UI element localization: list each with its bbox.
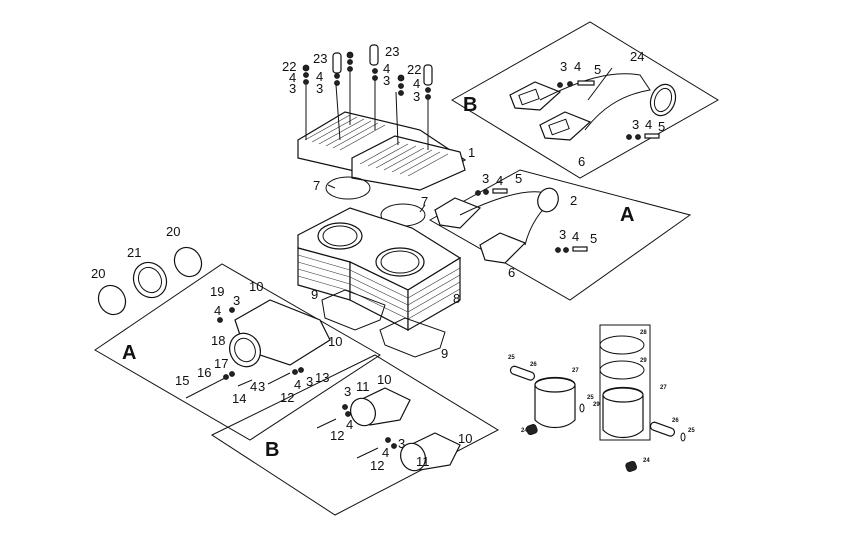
callout-23: 23	[313, 51, 328, 66]
callout-29: 29	[640, 358, 647, 364]
cylinder-head	[297, 44, 467, 191]
callout-22: 22	[282, 59, 297, 74]
panel-a-right	[428, 169, 692, 301]
group-label-b-top: B	[463, 94, 478, 116]
head-gasket-left	[325, 176, 371, 200]
callout-1: 1	[468, 145, 476, 160]
callout-3: 3	[559, 227, 567, 242]
callout-25: 25	[688, 428, 695, 434]
callout-17: 17	[214, 356, 229, 371]
callout-4: 4	[413, 76, 421, 91]
callout-13: 13	[315, 370, 330, 385]
callout-4: 4	[496, 173, 504, 188]
callout-4: 4	[316, 69, 324, 84]
callout-9: 9	[441, 346, 449, 361]
intake-manifold-b	[509, 67, 677, 141]
callout-24: 24	[630, 49, 645, 64]
intake-manifold-a	[434, 187, 588, 264]
intake-sleeve-assembly	[97, 246, 203, 316]
callout-24: 24	[521, 428, 528, 434]
callout-23: 23	[385, 44, 400, 59]
callout-3: 3	[306, 374, 314, 389]
callout-4: 4	[250, 379, 258, 394]
callout-6: 6	[508, 265, 516, 280]
carburetor-adaptor-a	[185, 299, 331, 399]
callout-11: 11	[416, 454, 430, 469]
group-label-a-right: A	[620, 204, 635, 226]
callout-10: 10	[249, 279, 264, 294]
callout-10: 10	[458, 431, 473, 446]
callout-4: 4	[645, 117, 653, 132]
callout-3: 3	[560, 59, 568, 74]
callout-27: 27	[572, 368, 579, 374]
callout-28: 28	[640, 330, 647, 336]
callout-25: 25	[587, 395, 594, 401]
callout-19: 19	[210, 284, 225, 299]
callout-3: 3	[289, 81, 297, 96]
callout-7: 7	[313, 178, 321, 193]
callout-25: 25	[508, 355, 515, 361]
callout-24: 24	[643, 458, 650, 464]
callout-6: 6	[578, 154, 586, 169]
callout-5: 5	[658, 119, 666, 134]
callout-9: 9	[311, 287, 319, 302]
callout-4: 4	[294, 377, 302, 392]
callout-7: 7	[421, 194, 429, 209]
cylinder-block	[297, 207, 462, 332]
callout-3: 3	[258, 379, 266, 394]
callout-26: 26	[672, 418, 679, 424]
callout-3: 3	[344, 384, 352, 399]
piston-single	[509, 365, 585, 436]
callout-4: 4	[572, 229, 580, 244]
callout-20: 20	[166, 224, 181, 239]
base-gasket-left	[321, 289, 386, 331]
panel-a-left	[94, 263, 381, 441]
callout-10: 10	[328, 334, 343, 349]
callout-4: 4	[574, 59, 582, 74]
callout-15: 15	[175, 373, 190, 388]
callout-4: 4	[346, 417, 354, 432]
callout-3: 3	[398, 436, 406, 451]
callout-10: 10	[377, 372, 392, 387]
callout-11: 11	[356, 379, 370, 394]
callout-16: 16	[197, 365, 212, 380]
callout-18: 18	[211, 333, 226, 348]
callout-27: 27	[660, 385, 667, 391]
callout-2: 2	[570, 193, 578, 208]
panel-b-top	[451, 21, 719, 179]
callout-29: 29	[593, 402, 600, 408]
callout-26: 26	[530, 362, 537, 368]
callout-8: 8	[453, 291, 461, 306]
callout-3: 3	[413, 89, 421, 104]
callout-3: 3	[482, 171, 490, 186]
callout-3: 3	[316, 81, 324, 96]
callout-14: 14	[232, 391, 247, 406]
panel-b-bottom	[210, 354, 500, 516]
callout-22: 22	[407, 62, 422, 77]
callout-4: 4	[382, 445, 390, 460]
callout-12: 12	[280, 390, 295, 405]
carburetor-adaptor-b	[316, 387, 461, 472]
callout-12: 12	[330, 428, 345, 443]
callout-4: 4	[289, 70, 297, 85]
callout-20: 20	[91, 266, 106, 281]
callout-5: 5	[515, 171, 523, 186]
callout-21: 21	[127, 245, 142, 260]
piston-kit	[599, 324, 686, 472]
callout-3: 3	[233, 293, 241, 308]
callout-5: 5	[590, 231, 598, 246]
group-label-a-left: A	[122, 342, 137, 364]
callout-4: 4	[383, 61, 391, 76]
group-label-b-bottom: B	[265, 439, 280, 461]
callout-4: 4	[214, 303, 222, 318]
callout-12: 12	[370, 458, 385, 473]
callout-5: 5	[594, 62, 602, 77]
base-gasket-right	[379, 317, 446, 358]
callout-3: 3	[632, 117, 640, 132]
callout-3: 3	[383, 73, 391, 88]
